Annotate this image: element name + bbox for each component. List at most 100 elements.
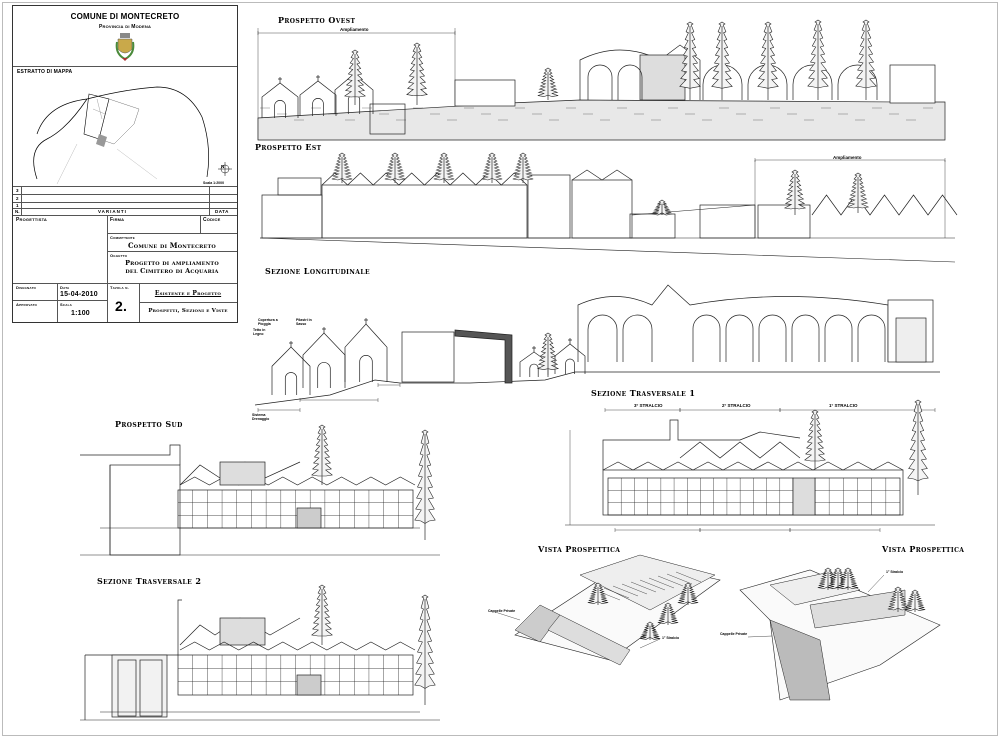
map-scale-label: Scala 1:2000 <box>203 181 225 185</box>
date-label: Data <box>60 285 70 290</box>
grave-row <box>630 581 657 593</box>
south-roofline <box>179 476 416 486</box>
variant-row-3: 3 <box>16 188 19 193</box>
leader-line <box>494 611 521 621</box>
variant-row-2: 2 <box>16 196 19 201</box>
subject-label: Oggetto <box>110 253 128 258</box>
leader-line <box>747 635 773 638</box>
map-extract-label: Estratto di mappa <box>17 69 73 75</box>
cadastral-map <box>33 86 232 184</box>
view2-chapels-label: Cappelle Private <box>720 632 748 636</box>
end-building <box>889 64 936 104</box>
arched-niche-bay <box>622 314 653 362</box>
grave-row <box>612 585 639 597</box>
south-gate <box>296 507 322 529</box>
signature-label: Firma <box>110 217 125 223</box>
stone-gable <box>219 617 266 646</box>
arched-niche-bay <box>587 314 618 362</box>
cross-icon <box>289 341 293 347</box>
grave-row <box>666 573 693 585</box>
variant-row-1: 1 <box>16 203 19 208</box>
gate-structure <box>369 103 406 135</box>
client-name: Comune di Montecreto <box>128 241 216 250</box>
chapel <box>271 346 311 395</box>
view1-chapels-label: Cappelle Private <box>488 609 516 613</box>
leader-line <box>867 574 885 593</box>
section-interior <box>139 659 163 717</box>
longitudinal-section-title: Sezione Longitudinale <box>265 266 370 276</box>
chapel-door <box>347 93 361 114</box>
drawn-label: Disegnato <box>16 285 37 290</box>
grave-row <box>648 577 675 589</box>
entrance-chapel <box>639 54 686 101</box>
cross-icon <box>316 75 320 81</box>
view2-phase-label: 1° Stralcio <box>886 570 904 574</box>
gabled-roofline <box>571 169 633 181</box>
grave-row <box>675 571 702 583</box>
south-block <box>109 464 181 556</box>
chapel <box>302 332 346 388</box>
sheet-number: 2. <box>115 298 128 314</box>
section-interior <box>117 659 137 717</box>
scale-label: Scala <box>60 302 72 307</box>
north-label: N <box>221 164 225 169</box>
phase-3-label: 3° STRALCIO <box>634 403 663 408</box>
leader-line <box>639 638 661 649</box>
cross1-niche-block <box>602 469 904 516</box>
chapel-door <box>312 98 324 116</box>
perspective-2-niches <box>809 589 906 629</box>
chapel-door <box>284 372 298 395</box>
service-building <box>454 79 516 107</box>
longitudinal-elevation <box>577 284 889 362</box>
cross-section-2-title: Sezione Trasversale 2 <box>97 576 202 586</box>
cross-section-1-title: Sezione Trasversale 1 <box>591 388 696 398</box>
arched-niche-bay <box>725 314 754 362</box>
sloped-ground <box>259 237 956 263</box>
cross-icon <box>278 77 282 83</box>
extension-roofline <box>811 194 958 216</box>
arched-niche-bay <box>791 314 820 362</box>
cross-icon <box>568 338 572 344</box>
note-roof: Copertura a Pioggia <box>258 318 278 326</box>
arched-niche-bay <box>587 64 613 100</box>
arched-niche-bay <box>824 314 853 362</box>
code-label: Codice <box>203 217 221 223</box>
cross2-gate <box>296 674 322 696</box>
subject-line-2: del Cimitero di Acquaria <box>125 267 219 275</box>
note-drainage: Sistema Drenaggio <box>252 413 270 421</box>
note-timber-roof: Tetto in Legno <box>253 328 266 336</box>
wall-block <box>277 177 322 196</box>
chapel-door <box>359 355 373 382</box>
cross-icon <box>322 327 326 333</box>
section-cut-block <box>111 654 168 718</box>
note-stone-pillars: Pilastri in Sasso <box>296 318 312 326</box>
title-block: COMUNE DI MONTECRETO Provincia di Modena… <box>12 5 238 323</box>
grave-row <box>657 575 684 587</box>
private-chapels <box>769 619 831 701</box>
grave-row <box>621 583 648 595</box>
variants-n-header: N. <box>15 209 20 214</box>
arched-niche-bay <box>857 314 886 362</box>
pergola-section <box>454 329 513 384</box>
arched-niche-bay <box>792 64 833 100</box>
wall-block <box>261 194 323 239</box>
niche-block <box>321 184 528 239</box>
variants-date-header: DATA <box>215 209 229 214</box>
arched-niche-bay <box>692 314 721 362</box>
content-line-1: Esistente e Progetto <box>154 290 222 297</box>
cross-icon <box>364 318 368 324</box>
cross2-roofline <box>179 641 416 651</box>
coat-of-arms-icon <box>115 33 135 61</box>
phase-1-label: 1° STRALCIO <box>829 403 858 408</box>
ground-line-step <box>631 204 756 216</box>
section-interior <box>895 317 927 363</box>
background-gables <box>679 441 801 459</box>
chapel-block <box>571 179 633 239</box>
view1-phase-label: 1° Stralcio <box>662 636 680 640</box>
chapel-door <box>529 363 539 377</box>
province-label: Provincia di Modena <box>98 24 152 30</box>
wall-block <box>699 204 756 239</box>
phase-2-label: 2° STRALCIO <box>722 403 751 408</box>
